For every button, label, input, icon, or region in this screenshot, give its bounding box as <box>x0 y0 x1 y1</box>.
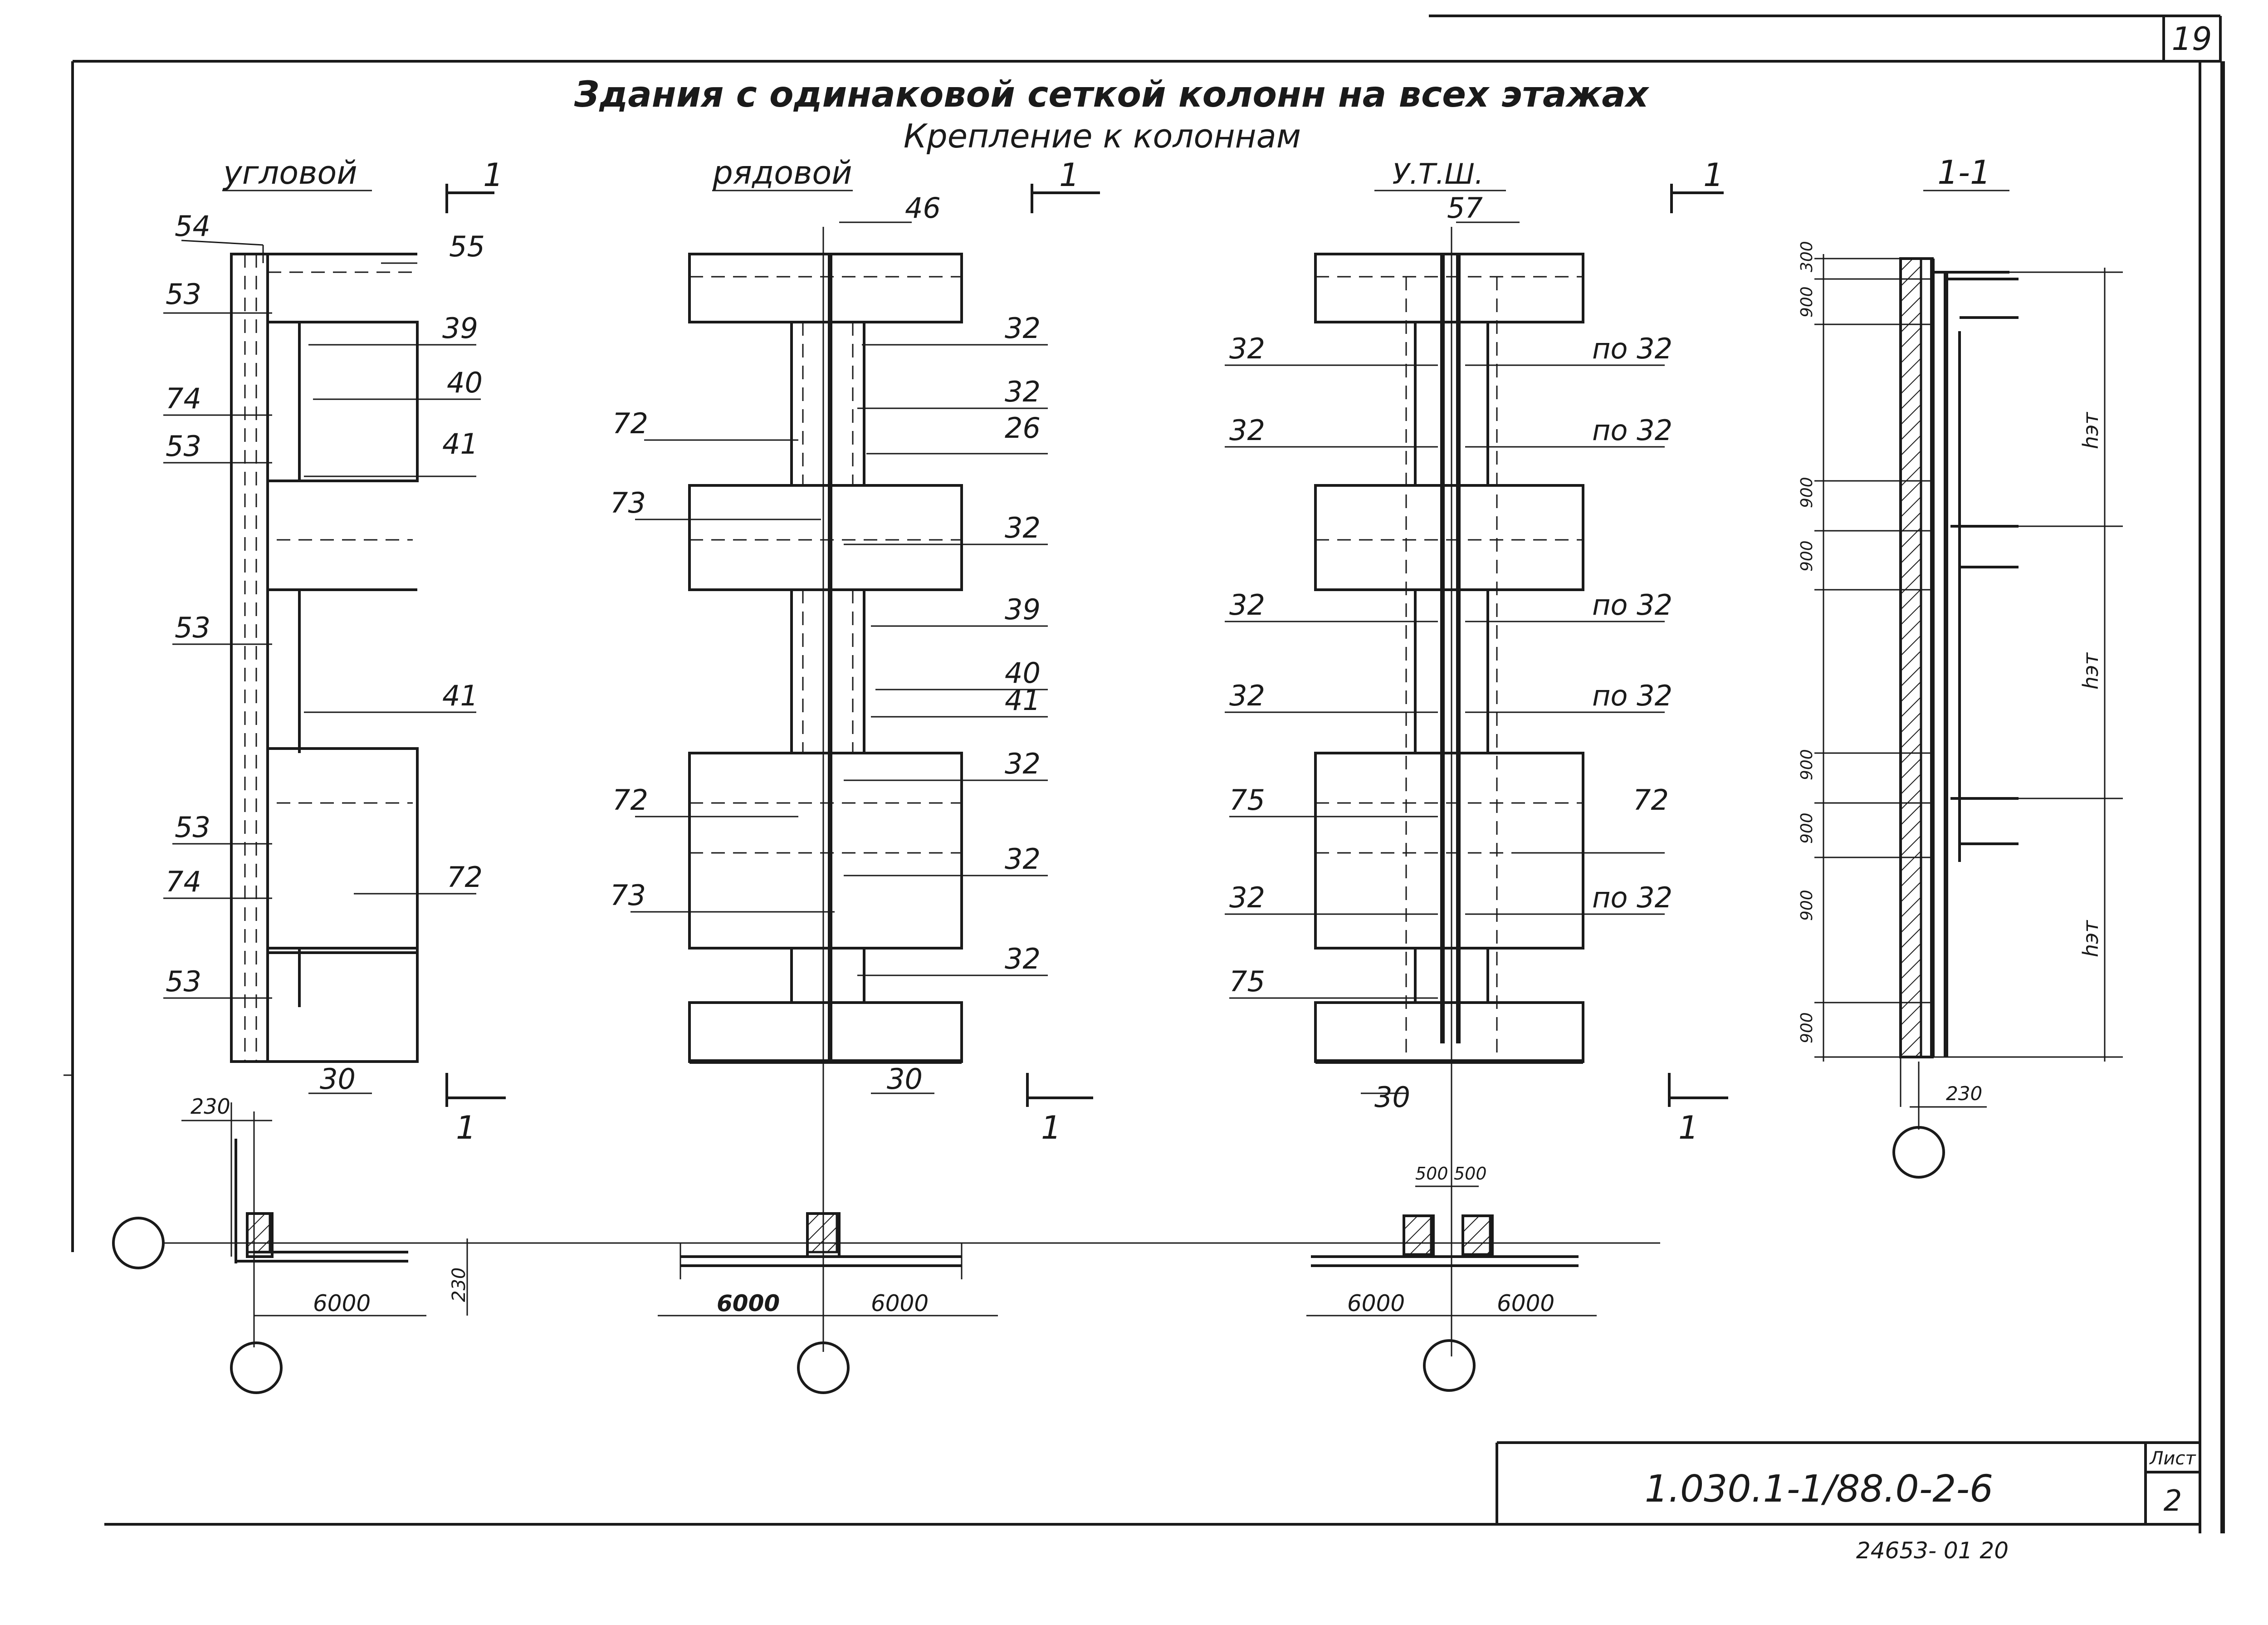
svg-text:32: 32 <box>1005 312 1041 345</box>
corner-view-title: угловой <box>222 154 357 191</box>
sheet-label: Лист <box>2149 1448 2196 1469</box>
callout: 55 <box>449 230 485 263</box>
callout: 74 <box>166 382 201 415</box>
row-plan <box>658 1212 998 1394</box>
title-block <box>1496 1441 2200 1524</box>
svg-text:1: 1 <box>1041 1109 1061 1146</box>
sheet-title-line1: Здания с одинаковой сеткой колонн на все… <box>574 74 1650 115</box>
svg-text:1: 1 <box>483 157 503 194</box>
svg-text:500: 500 <box>1415 1164 1448 1184</box>
svg-text:46: 46 <box>905 191 941 225</box>
svg-text:500: 500 <box>1454 1164 1487 1184</box>
svg-text:6000: 6000 <box>717 1290 780 1317</box>
callout: 72 <box>447 861 483 894</box>
svg-text:6000: 6000 <box>1497 1290 1554 1317</box>
svg-text:32: 32 <box>1005 942 1041 975</box>
svg-text:6000: 6000 <box>871 1290 929 1317</box>
svg-text:72: 72 <box>612 783 648 817</box>
callout: 53 <box>166 965 201 998</box>
svg-text:32: 32 <box>1005 842 1041 876</box>
callout: 53 <box>166 278 201 311</box>
svg-text:41: 41 <box>1005 684 1041 717</box>
corner-view: угловой 1 1 <box>112 154 506 1394</box>
utsh-view: У.Т.Ш. 1 1 <box>1225 157 1728 1392</box>
section-view: 1-1 <box>1798 153 2123 1179</box>
svg-text:по 32: по 32 <box>1592 332 1672 365</box>
svg-text:32: 32 <box>1229 414 1265 447</box>
svg-text:900: 900 <box>1798 1012 1816 1043</box>
sheet-title-line2: Крепление к колоннам <box>904 117 1301 155</box>
svg-text:30: 30 <box>1374 1081 1410 1114</box>
svg-text:по 32: по 32 <box>1592 414 1672 447</box>
svg-text:1: 1 <box>1059 157 1080 194</box>
callout: 53 <box>175 611 210 644</box>
svg-text:26: 26 <box>1005 411 1041 445</box>
svg-text:1: 1 <box>456 1109 476 1146</box>
svg-text:6000: 6000 <box>1347 1290 1405 1317</box>
svg-text:75: 75 <box>1229 783 1265 817</box>
callout: 53 <box>166 430 201 463</box>
corner-plan <box>112 1102 468 1394</box>
svg-text:900: 900 <box>1798 286 1816 318</box>
section-mark-top <box>445 184 494 213</box>
svg-text:30: 30 <box>887 1062 923 1096</box>
svg-text:32: 32 <box>1229 332 1265 365</box>
svg-text:6000: 6000 <box>313 1290 371 1317</box>
svg-text:900: 900 <box>1798 540 1816 572</box>
svg-text:32: 32 <box>1005 747 1041 780</box>
svg-text:32: 32 <box>1005 375 1041 408</box>
callout: 54 <box>175 210 210 243</box>
callout: 40 <box>447 366 483 399</box>
svg-text:по 32: по 32 <box>1592 679 1672 712</box>
svg-text:900: 900 <box>1798 749 1816 780</box>
svg-text:по 32: по 32 <box>1592 588 1672 622</box>
section-view-title: 1-1 <box>1937 153 1991 191</box>
svg-text:230: 230 <box>449 1268 469 1302</box>
row-view: рядовой 1 1 <box>610 154 1100 1394</box>
svg-text:40: 40 <box>1005 656 1041 690</box>
archive-number: 24653- 01 20 <box>1856 1537 2009 1564</box>
svg-text:по 32: по 32 <box>1592 881 1672 914</box>
svg-text:900: 900 <box>1798 477 1816 508</box>
svg-text:57: 57 <box>1447 191 1483 225</box>
svg-text:72: 72 <box>612 407 648 440</box>
svg-text:1: 1 <box>1678 1109 1699 1146</box>
svg-text:32: 32 <box>1229 679 1265 712</box>
callout: 30 <box>320 1062 356 1096</box>
svg-text:32: 32 <box>1229 881 1265 914</box>
sheet-frame <box>64 15 2225 1533</box>
callout: 74 <box>166 865 201 898</box>
document-code: 1.030.1-1/88.0-2-6 <box>1645 1468 1993 1511</box>
svg-text:230: 230 <box>1946 1082 1982 1105</box>
svg-text:230: 230 <box>191 1094 230 1119</box>
callout: 41 <box>442 679 478 712</box>
svg-text:75: 75 <box>1229 965 1265 998</box>
svg-text:1: 1 <box>1703 157 1724 194</box>
svg-text:300: 300 <box>1798 241 1816 272</box>
svg-text:32: 32 <box>1229 588 1265 622</box>
utsh-view-title: У.Т.Ш. <box>1392 157 1483 191</box>
svg-text:hэт: hэт <box>2078 412 2103 449</box>
sheet-number: 2 <box>2164 1484 2182 1518</box>
callout: 41 <box>442 427 478 460</box>
utsh-plan <box>1306 1185 1597 1392</box>
callout: 53 <box>175 811 210 844</box>
svg-text:39: 39 <box>1005 593 1041 626</box>
svg-text:73: 73 <box>610 879 646 912</box>
row-view-title: рядовой <box>712 154 852 191</box>
svg-text:hэт: hэт <box>2078 652 2103 690</box>
svg-text:32: 32 <box>1005 511 1041 544</box>
svg-text:900: 900 <box>1798 890 1816 921</box>
svg-text:72: 72 <box>1633 783 1669 817</box>
page-number: 19 <box>2171 20 2212 58</box>
svg-text:900: 900 <box>1798 812 1816 844</box>
svg-text:hэт: hэт <box>2078 920 2103 957</box>
callout: 39 <box>442 312 478 345</box>
svg-text:73: 73 <box>610 486 646 519</box>
